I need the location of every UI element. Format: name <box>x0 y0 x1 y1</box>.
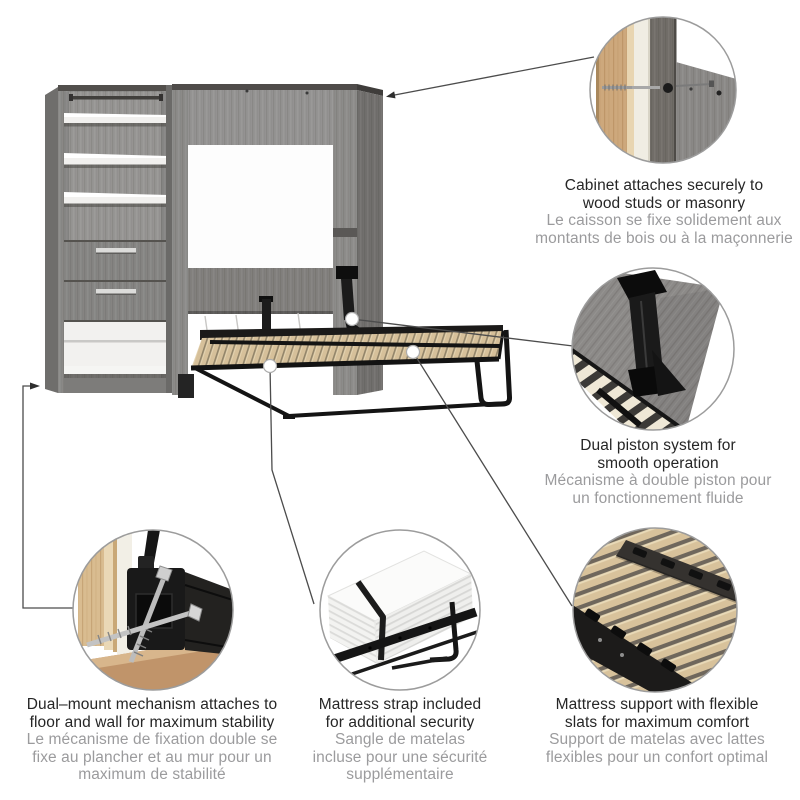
bed-rail <box>185 572 233 655</box>
slat-holders <box>584 608 677 672</box>
callout-text-dual-piston: Dual piston system for smooth operation … <box>533 437 783 507</box>
closet-shelves <box>64 113 168 207</box>
callout-subtitle: Sangle de matelas incluse pour une sécur… <box>312 731 488 783</box>
leader-line-mattress-strap <box>269 365 315 605</box>
bed-cabinet <box>172 84 383 395</box>
bed-frame <box>329 601 478 676</box>
mounting-screw <box>602 83 673 93</box>
left-piston <box>259 296 273 333</box>
closet-rod <box>70 96 162 100</box>
leader-line-dual-piston <box>351 318 574 347</box>
callout-subtitle: Support de matelas avec lattes flexibles… <box>545 731 769 766</box>
callout-text-mattress-strap: Mattress strap included for additional s… <box>294 696 506 784</box>
wall-mount-bracket <box>333 228 357 237</box>
bed-underframe <box>194 329 513 418</box>
slat-rail-near <box>573 604 694 692</box>
callout-subtitle: Mécanisme à double piston pour un foncti… <box>544 472 772 507</box>
drawer-handle <box>96 248 136 253</box>
leader-line-mattress-support <box>412 351 573 607</box>
closet-organizer-unit <box>45 85 172 393</box>
drawer-handle <box>96 289 136 294</box>
callout-circle-mattress-support <box>573 528 737 692</box>
closet-drawers <box>64 240 168 322</box>
marker-dot-slats <box>405 344 421 360</box>
callout-title: Cabinet attaches securely to wood studs … <box>564 177 764 212</box>
arrowhead-icon <box>30 382 40 390</box>
slat-holders <box>632 547 732 591</box>
callout-circle-cabinet-attachment <box>590 17 736 163</box>
callout-circle-mattress-strap <box>320 530 480 690</box>
callout-circle-dual-piston <box>572 268 734 430</box>
callout-title: Dual piston system for smooth operation <box>580 437 736 472</box>
callout-title: Dual–mount mechanism attaches to floor a… <box>26 696 278 731</box>
callout-subtitle: Le caisson se fixe solidement aux montan… <box>535 212 793 247</box>
mounting-screw <box>675 80 722 96</box>
leader-lines <box>22 56 595 609</box>
callout-subtitle: Le mécanisme de fixation double se fixe … <box>26 731 278 783</box>
drywall <box>634 17 650 163</box>
center-rail <box>209 340 501 348</box>
leader-line-dual-mount <box>22 385 74 609</box>
floor-bracket <box>178 374 194 398</box>
marker-dot-piston <box>344 311 360 327</box>
callout-title: Mattress strap included for additional s… <box>318 696 482 731</box>
arrowhead-icon <box>386 91 396 99</box>
slat-rail-far <box>616 540 737 602</box>
callout-text-dual-mount: Dual–mount mechanism attaches to floor a… <box>8 696 296 784</box>
callout-circle-borders <box>72 16 738 693</box>
callout-text-cabinet-attachment: Cabinet attaches securely to wood studs … <box>528 177 800 247</box>
leader-line-cabinet-attachment <box>391 56 595 97</box>
callout-title: Mattress support with flexible slats for… <box>555 696 759 731</box>
piston-mechanism <box>617 270 686 397</box>
marker-dot-strap <box>262 358 278 374</box>
murphy-bed-product <box>45 84 513 419</box>
lag-screw <box>86 603 203 648</box>
callout-circle-dual-mount <box>73 530 233 690</box>
marker-dots <box>262 311 421 374</box>
callout-text-mattress-support: Mattress support with flexible slats for… <box>521 696 793 766</box>
